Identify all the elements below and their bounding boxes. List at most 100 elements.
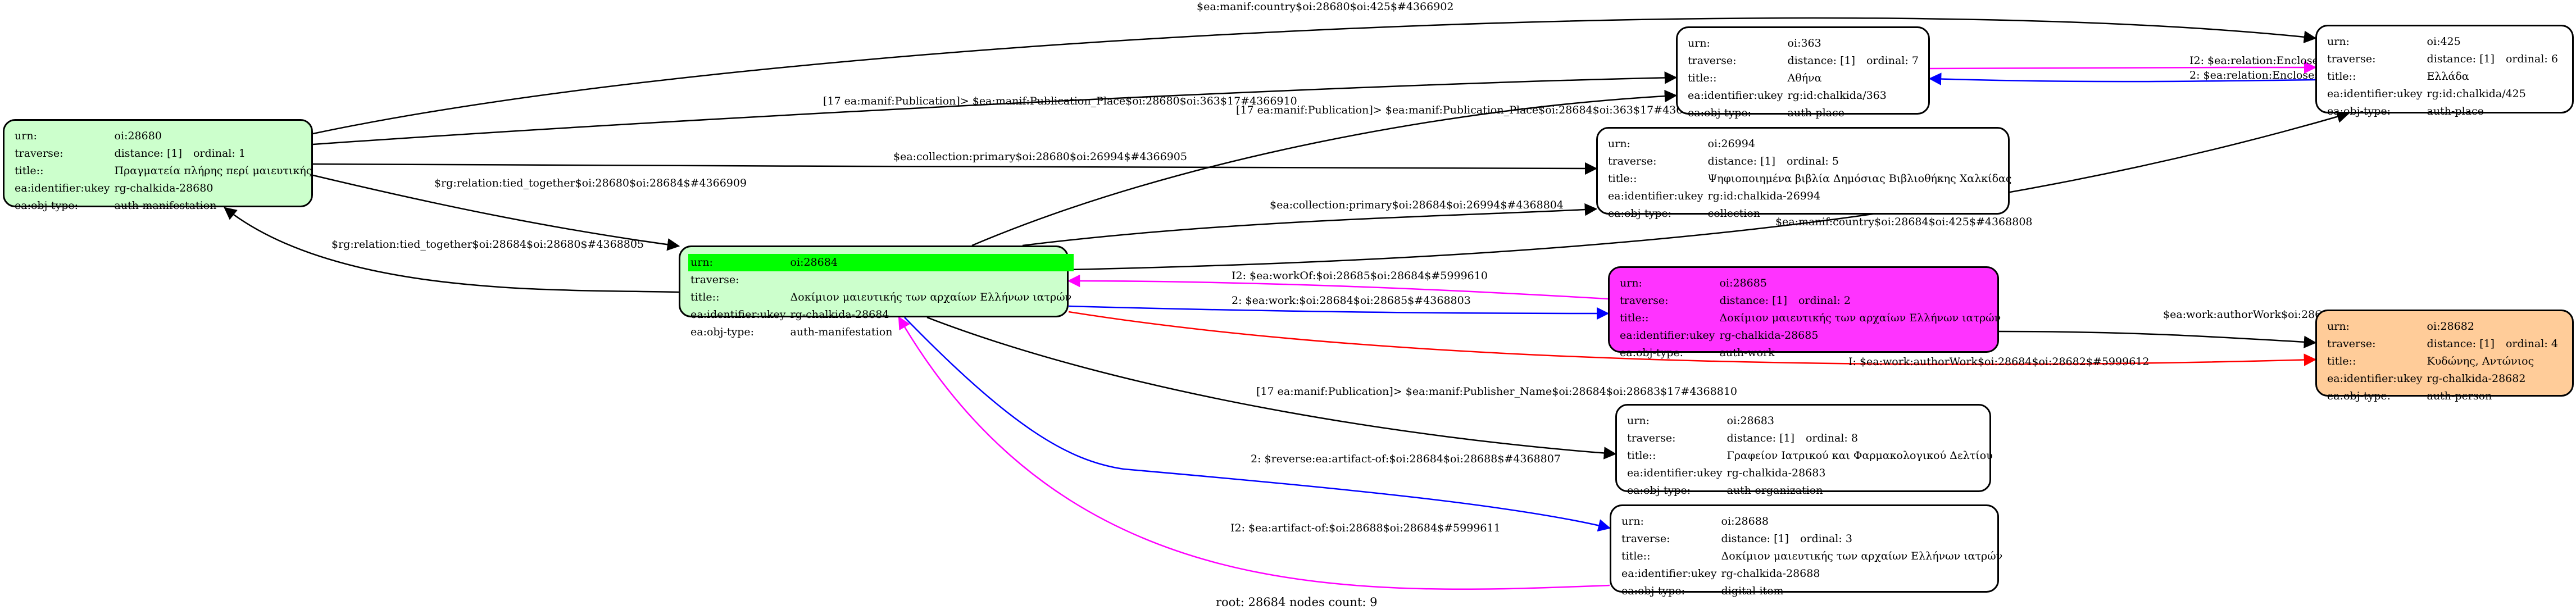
node-field-value: rg:id:chalkida/363	[1786, 87, 1921, 104]
node-distance: distance: [1]	[114, 147, 182, 160]
node-field-value	[788, 271, 1074, 289]
edge-label: $rg:relation:tied_together$oi:28684$oi:2…	[331, 238, 644, 251]
edge-line	[1998, 330, 2317, 349]
node-field-value: Δοκίμιον μαιευτικής των αρχαίων Ελλήνων …	[1718, 310, 2003, 327]
node-field-label: urn:	[688, 254, 788, 271]
node-urn: oi:28683	[1727, 415, 1774, 427]
node-field-label: urn:	[1608, 138, 1630, 150]
node-field-value: rg-chalkida-28680	[112, 180, 315, 197]
node-field-label: urn:	[1627, 415, 1650, 427]
node-field-label: urn:	[2327, 35, 2350, 48]
node-type: auth-work	[1719, 347, 1775, 359]
node-type: auth-organization	[1727, 484, 1823, 497]
node-field-label: ea:identifier:ukey	[1620, 329, 1715, 342]
node-field-value: Δοκίμιον μαιευτικής των αρχαίων Ελλήνων …	[1719, 548, 2005, 565]
node-ordinal: ordinal: 3	[1800, 533, 1852, 545]
node-field-value: oi:363	[1786, 35, 1921, 52]
node-field-label: ea:obj-type:	[1688, 107, 1752, 119]
node-field-value: rg-chalkida-28684	[788, 306, 1074, 324]
node-ukey: rg:id:chalkida/425	[2427, 88, 2526, 100]
node-field-value: Γραφείον Ιατρικού και Φαρμακολογικού Δελ…	[1725, 447, 1995, 465]
edge-line	[898, 316, 1610, 590]
node-field-label: title::	[1621, 550, 1651, 562]
node-field-label: ea:obj-type:	[1621, 585, 1685, 597]
node-field-label: title::	[2327, 70, 2356, 83]
node-field-label: urn:	[1620, 277, 1642, 289]
node-field-value: distance: [1]ordinal: 1	[112, 145, 315, 162]
node-field-value: distance: [1]ordinal: 7	[1786, 52, 1921, 70]
edge-label: [17 ea:manif:Publication]> $ea:manif:Pub…	[1256, 385, 1737, 398]
edge-line	[1067, 274, 1609, 300]
node-field-value: auth-place	[1786, 104, 1921, 122]
edge-line	[926, 316, 1617, 460]
node-field-value: distance: [1]ordinal: 6	[2425, 51, 2560, 68]
node-field-value: auth-manifestation	[788, 324, 1074, 341]
node-type: auth-person	[2427, 390, 2492, 402]
node-field-value: Πραγματεία πλήρης περί μαιευτικής	[112, 162, 315, 180]
node-field-value: distance: [1]ordinal: 4	[2425, 335, 2560, 353]
edge-line	[971, 89, 1678, 247]
node-urn: oi:28680	[114, 130, 162, 142]
node-title: Δοκίμιον μαιευτικής των αρχαίων Ελλήνων …	[1719, 312, 2001, 324]
edge-label: $rg:relation:tied_together$oi:28680$oi:2…	[434, 177, 747, 189]
node-field-value: rg-chalkida-28688	[1719, 565, 2005, 583]
node-field-value: rg-chalkida-28685	[1718, 327, 2003, 344]
node-field-value: oi:28683	[1725, 412, 1995, 430]
edge-label: $ea:collection:primary$oi:28680$oi:26994…	[893, 151, 1187, 163]
node-ukey: rg:id:chalkida/363	[1787, 89, 1887, 102]
node-ukey: rg-chalkida-28683	[1727, 467, 1826, 479]
node-field-value: rg:id:chalkida-26994	[1706, 188, 2014, 205]
node-title: Δοκίμιον μαιευτικής των αρχαίων Ελλήνων …	[790, 291, 1072, 303]
node-field-label: ea:obj-type:	[2327, 105, 2391, 117]
edge-line	[312, 174, 680, 251]
node-field-label: ea:identifier:ukey	[1627, 467, 1723, 479]
node-field-value: oi:28688	[1719, 513, 2005, 530]
node-field-value: Ελλάδα	[2425, 68, 2560, 85]
edge-line	[1068, 305, 1610, 320]
node-urn: oi:28688	[1721, 515, 1769, 527]
node-field-label: traverse:	[690, 274, 739, 286]
node-field-label: ea:identifier:ukey	[1688, 89, 1783, 102]
node-distance: distance: [1]	[1719, 294, 1787, 307]
node-field-value: distance: [1] ordinal: 2	[1718, 292, 2003, 310]
node-field-label: ea:identifier:ukey	[690, 308, 786, 321]
node-title: Ψηφιοποιημένα βιβλία Δημόσιας Βιβλιοθήκη…	[1707, 172, 2012, 185]
node-title: Κυδώνης, Αντώνιος	[2427, 355, 2534, 367]
node-field-value: auth-place	[2425, 103, 2560, 120]
node-title: Αθήνα	[1787, 72, 1822, 84]
node-distance: distance: [1]	[2427, 53, 2495, 65]
edge-label: 2: $ea:work:$oi:28684$oi:28685$#4368803	[1232, 294, 1471, 307]
node-field-value: Δοκίμιον μαιευτικής των αρχαίων Ελλήνων …	[788, 289, 1074, 306]
node-type: digital-item	[1721, 585, 1784, 597]
node-ordinal: ordinal: 2	[1798, 294, 1851, 307]
node-urn: oi:26994	[1707, 138, 1755, 150]
edge-label: I2: $ea:workOf:$oi:28685$oi:28684$#59996…	[1232, 270, 1488, 282]
node-field-label: title::	[1627, 449, 1656, 462]
node-field-value: Ψηφιοποιημένα βιβλία Δημόσιας Βιβλιοθήκη…	[1706, 170, 2014, 188]
edge-label: I: $ea:work:authorWork$oi:28684$oi:28682…	[1848, 356, 2149, 368]
node-field-label: traverse:	[1620, 294, 1669, 307]
node-title: Γραφείον Ιατρικού και Φαρμακολογικού Δελ…	[1727, 449, 1993, 462]
node-field-label: traverse:	[1627, 432, 1676, 444]
node-ukey: rg-chalkida-28684	[790, 308, 889, 321]
node-field-value: auth-organization	[1725, 482, 1995, 499]
node-field-value: digital-item	[1719, 583, 2005, 600]
node-field-value: Κυδώνης, Αντώνιος	[2425, 353, 2560, 370]
node-field-value: oi:26994	[1706, 135, 2014, 153]
node-field-label: traverse:	[1621, 533, 1670, 545]
node-field-label: ea:identifier:ukey	[2327, 372, 2423, 385]
node-field-label: ea:obj-type:	[2327, 390, 2391, 402]
edge-line	[1068, 110, 2350, 271]
